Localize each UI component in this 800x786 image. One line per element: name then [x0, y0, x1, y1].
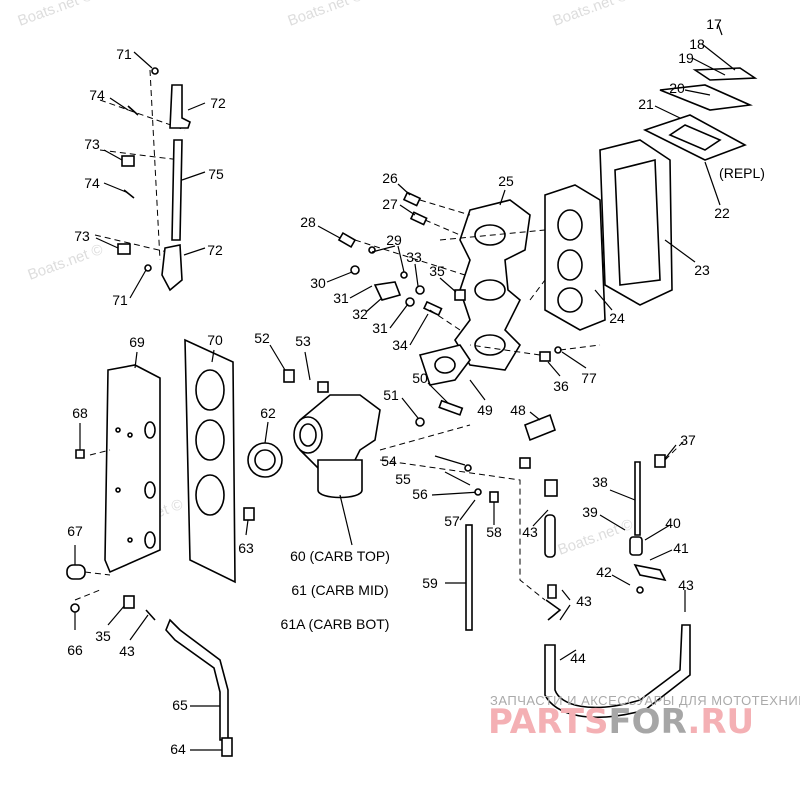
partsfor-logo: PARTSFOR.RU [488, 702, 754, 742]
callout-68: 68 [72, 405, 88, 421]
callout-22: 22 [714, 205, 730, 221]
callout-59: 59 [422, 575, 438, 591]
callout-73: 73 [74, 228, 90, 244]
callout-21: 21 [638, 96, 654, 112]
fuel-hoses-and-fittings [431, 439, 691, 718]
callout-39: 39 [582, 504, 598, 520]
callout-26: 26 [382, 170, 398, 186]
boats-watermark: Boats.net © [26, 241, 106, 284]
callout-25: 25 [498, 173, 514, 189]
callout-65: 65 [172, 697, 188, 713]
callout-74: 74 [89, 87, 105, 103]
callout-37: 37 [680, 432, 696, 448]
callout-35: 35 [95, 628, 111, 644]
callout-17: 17 [706, 16, 722, 32]
callout-19: 19 [678, 50, 694, 66]
callout-34: 34 [392, 337, 408, 353]
callout-labels: 17 18 19 20 21 (REPL) 22 23 24 25 26 27 … [67, 16, 765, 757]
callout-66: 66 [67, 642, 83, 658]
intake-cover-and-gasket [66, 338, 236, 757]
callout-60-carb-top: 60 (CARB TOP) [290, 548, 390, 564]
logo-ru: .RU [687, 702, 754, 742]
callout-64: 64 [170, 741, 186, 757]
callout-33: 33 [406, 249, 422, 265]
callout-44: 44 [570, 650, 586, 666]
callout-71: 71 [112, 292, 128, 308]
callout-72: 72 [210, 95, 226, 111]
callout-56: 56 [412, 486, 428, 502]
callout-71: 71 [116, 46, 132, 62]
callout-51: 51 [383, 387, 399, 403]
callout-32: 32 [352, 306, 368, 322]
callout-20: 20 [669, 80, 685, 96]
callout-52: 52 [254, 330, 270, 346]
callout-29: 29 [386, 232, 402, 248]
logo-parts: PARTS [488, 702, 608, 742]
callout-63: 63 [238, 540, 254, 556]
callout-49: 49 [477, 402, 493, 418]
callout-18: 18 [689, 36, 705, 52]
callout-24: 24 [609, 310, 625, 326]
callout-57: 57 [444, 513, 460, 529]
callout-67: 67 [67, 523, 83, 539]
carburetor [243, 344, 546, 601]
callout-40: 40 [665, 515, 681, 531]
partsfor-subtitle: ЗАПЧАСТИ И АКСЕССУАРЫ ДЛЯ МОТОТЕХНИКИ [490, 693, 800, 708]
callout-36: 36 [553, 378, 569, 394]
intake-manifold-assembly [317, 23, 758, 469]
callout-repl: (REPL) [719, 165, 765, 181]
boats-watermark: Boats.net © [16, 0, 96, 30]
callout-31: 31 [372, 320, 388, 336]
callout-43: 43 [522, 524, 538, 540]
boats-watermark: Boats.net © [286, 0, 366, 30]
callout-31: 31 [333, 290, 349, 306]
callout-75: 75 [208, 166, 224, 182]
callout-50: 50 [412, 370, 428, 386]
boats-watermark: Boats.net © [556, 516, 636, 559]
throttle-link-parts [94, 51, 206, 299]
callout-30: 30 [310, 275, 326, 291]
callout-43: 43 [576, 593, 592, 609]
callout-53: 53 [295, 333, 311, 349]
callout-70: 70 [207, 332, 223, 348]
callout-55: 55 [395, 471, 411, 487]
callout-35: 35 [429, 263, 445, 279]
callout-72: 72 [207, 242, 223, 258]
callout-73: 73 [84, 136, 100, 152]
callout-43: 43 [678, 577, 694, 593]
logo-for: FOR [608, 702, 687, 742]
callout-38: 38 [592, 474, 608, 490]
callout-74: 74 [84, 175, 100, 191]
callout-41: 41 [673, 540, 689, 556]
callout-28: 28 [300, 214, 316, 230]
callout-54: 54 [381, 453, 397, 469]
callout-77: 77 [581, 370, 597, 386]
callout-42: 42 [596, 564, 612, 580]
partsfor-logo-watermark: ЗАПЧАСТИ И АКСЕССУАРЫ ДЛЯ МОТОТЕХНИКИ PA… [488, 693, 800, 742]
callout-62: 62 [260, 405, 276, 421]
callout-61a-carb-bot: 61A (CARB BOT) [281, 616, 390, 632]
callout-43: 43 [119, 643, 135, 659]
callout-61-carb-mid: 61 (CARB MID) [291, 582, 388, 598]
callout-27: 27 [382, 196, 398, 212]
boats-watermark: Boats.net © [551, 0, 631, 30]
callout-48: 48 [510, 402, 526, 418]
callout-58: 58 [486, 524, 502, 540]
callout-69: 69 [129, 334, 145, 350]
callout-23: 23 [694, 262, 710, 278]
